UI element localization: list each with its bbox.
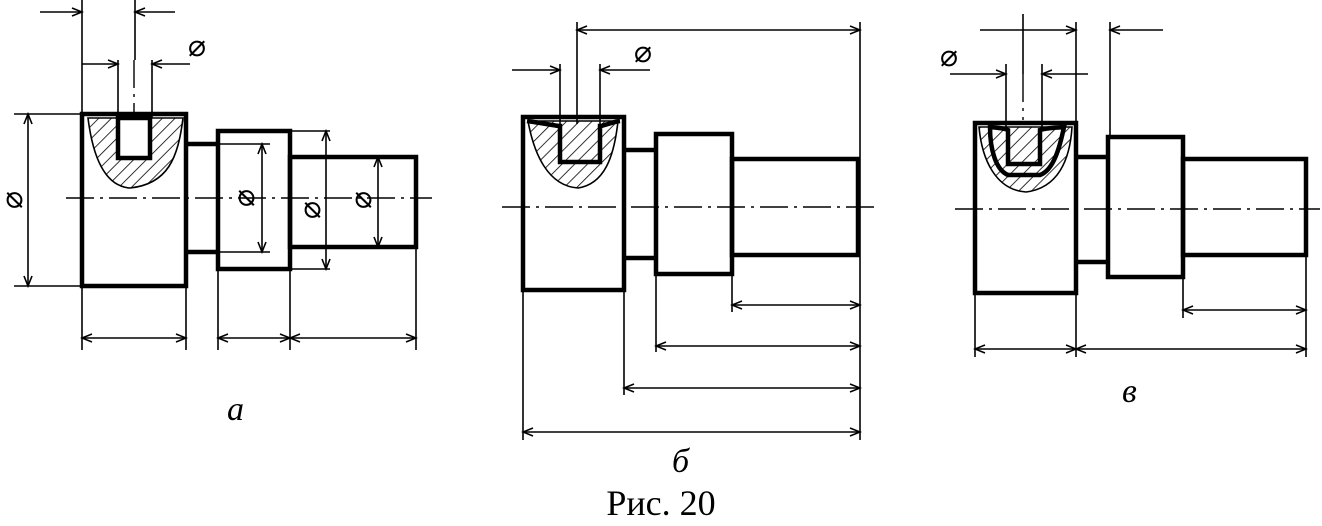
dimension-lines-a [28, 12, 416, 338]
diameter-symbol: ⌀ [344, 191, 379, 209]
view-label-c: в [1122, 373, 1137, 410]
extension-lines-a [14, 0, 417, 350]
extension-lines-b [522, 22, 861, 440]
view-a: ⌀ ⌀ ⌀ ⌀ ⌀ а [0, 0, 432, 428]
diameter-symbol: ⌀ [227, 189, 262, 207]
diameter-symbol: ⌀ [634, 35, 652, 70]
view-label-a: а [227, 391, 244, 428]
diameter-symbol: ⌀ [188, 29, 206, 64]
part-outline-a [79, 111, 419, 289]
view-c: ⌀ в [940, 14, 1320, 410]
section-hatch-c [978, 126, 1073, 193]
diameter-symbol: ⌀ [0, 191, 30, 209]
section-hatch-a [87, 117, 184, 189]
view-label-b: б [672, 443, 691, 480]
view-b: ⌀ б [502, 22, 876, 480]
dimension-lines-b [512, 30, 860, 432]
dimension-lines-c [950, 30, 1306, 349]
diameter-symbol: ⌀ [940, 39, 958, 74]
diameter-symbol: ⌀ [293, 201, 328, 219]
figure-caption: Рис. 20 [606, 483, 715, 523]
section-hatch-b [527, 120, 619, 189]
